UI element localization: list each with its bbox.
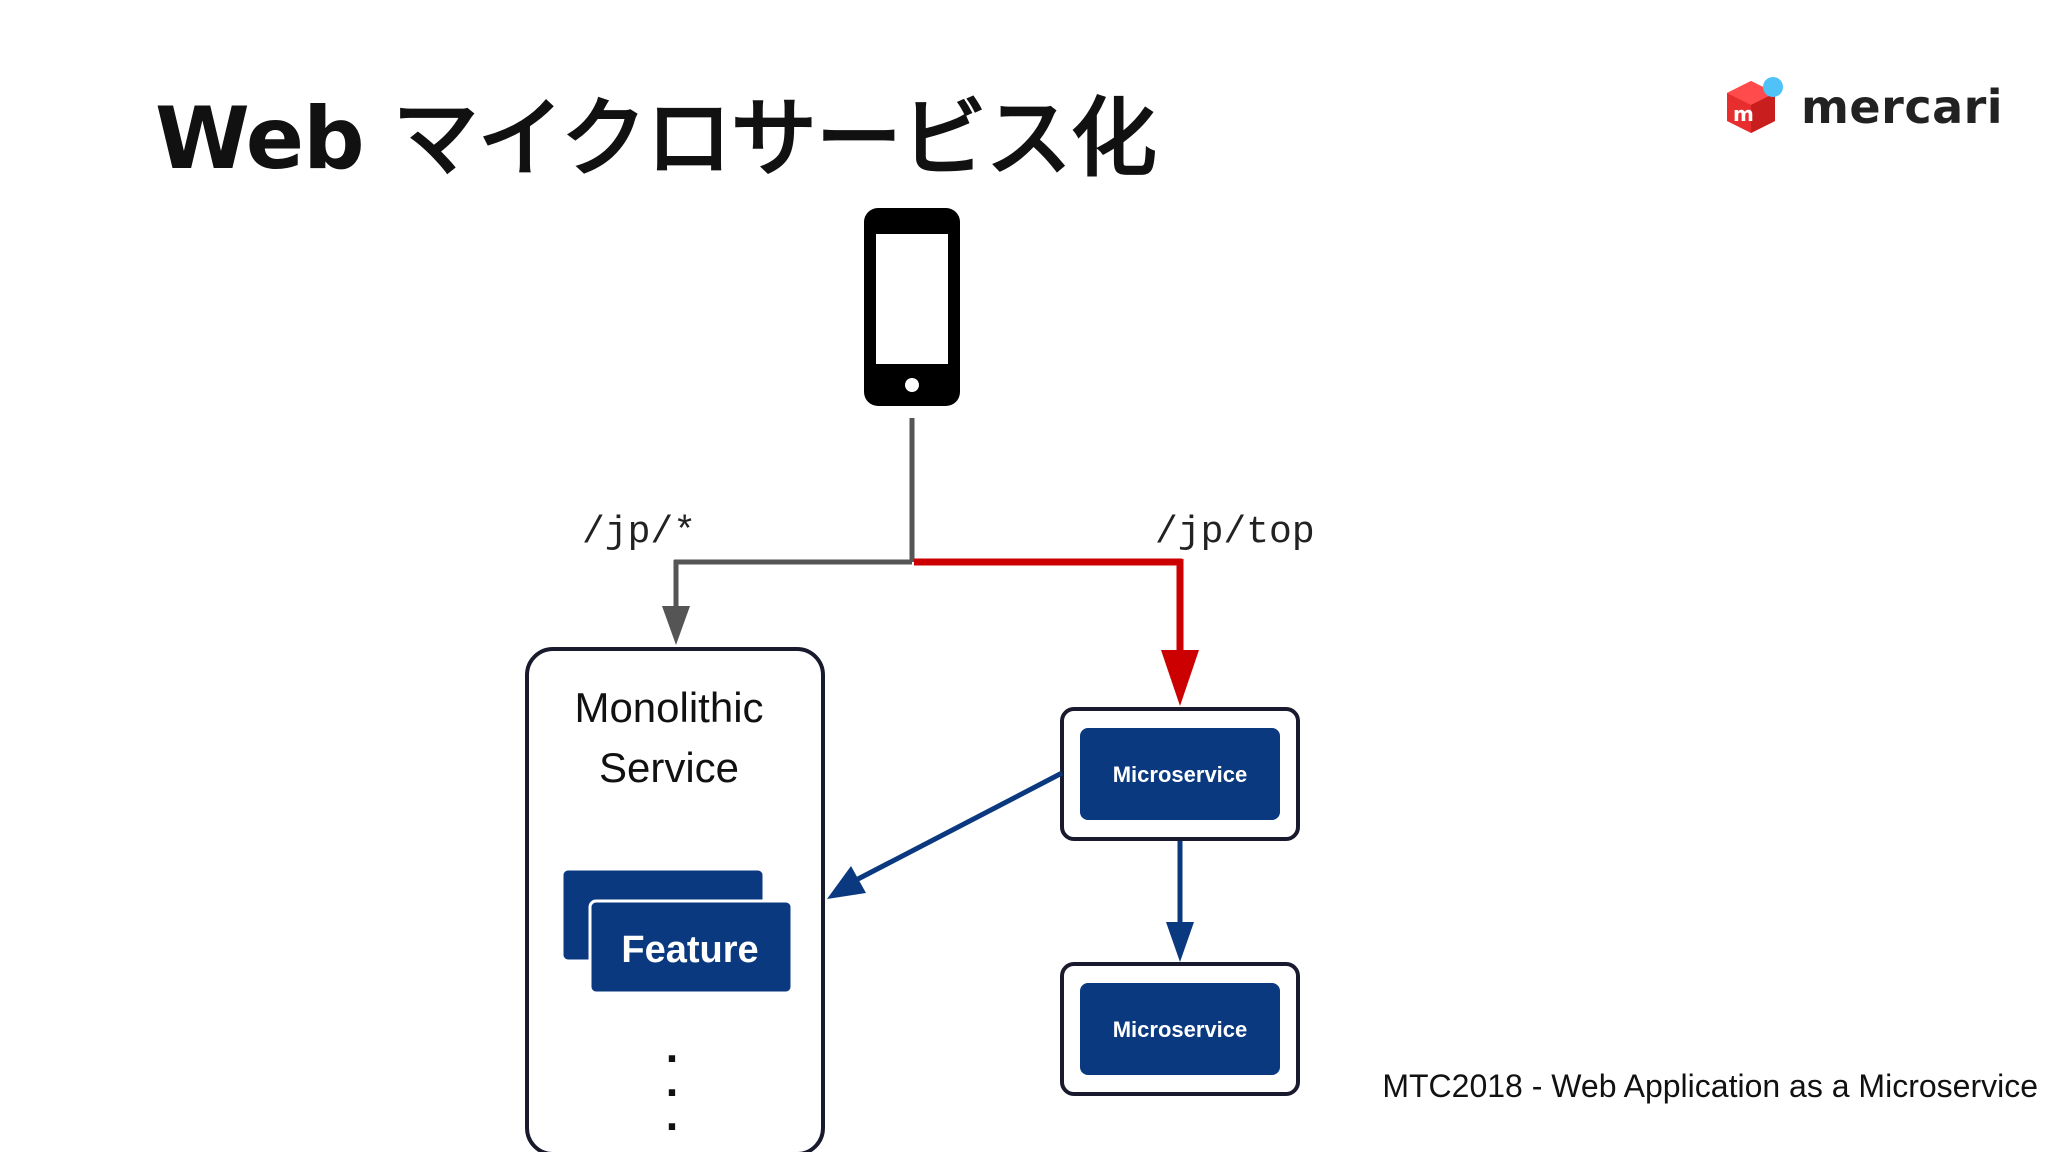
route-top-label: /jp/top	[1155, 511, 1315, 554]
route-top-arrowhead	[1161, 650, 1199, 706]
microservice-top-box: Microservice	[1060, 707, 1300, 841]
mercari-logo-icon: m	[1727, 77, 1783, 133]
route-all-arrowhead	[662, 606, 690, 645]
svg-text:m: m	[1733, 102, 1754, 126]
feature-label: Feature	[621, 929, 758, 971]
monolith-label-line2: Service	[599, 744, 739, 791]
slide-title: Web マイクロサービス化	[155, 89, 1157, 189]
route-all-label: /jp/*	[582, 511, 696, 554]
ms-to-ms-arrowhead	[1166, 922, 1194, 962]
microservice-bottom-box: Microservice	[1060, 962, 1300, 1096]
feature-block: Feature	[560, 867, 794, 995]
monolithic-service-box: Monolithic Service Feature . . .	[525, 647, 825, 1152]
monolith-label-line1: Monolithic	[574, 684, 763, 731]
logo-wordmark: mercari	[1801, 80, 2004, 134]
ellipsis-dot-2: .	[665, 1064, 679, 1105]
microservice-top-label: Microservice	[1113, 762, 1248, 787]
microservice-bottom-label: Microservice	[1113, 1017, 1248, 1042]
route-top-connector	[914, 558, 1199, 706]
ms-to-feature-arrowhead	[827, 866, 866, 899]
ms-to-ms-connector	[1166, 841, 1194, 962]
smartphone-icon	[864, 208, 960, 406]
ellipsis-dot-1: .	[665, 1030, 679, 1071]
slide-footer: MTC2018 - Web Application as a Microserv…	[1382, 1068, 2038, 1104]
ellipsis-dot-3: .	[665, 1098, 679, 1139]
mercari-logo: m mercari	[1725, 72, 2003, 142]
ms-to-feature-connector	[827, 770, 1064, 899]
route-all-connector	[662, 418, 915, 645]
